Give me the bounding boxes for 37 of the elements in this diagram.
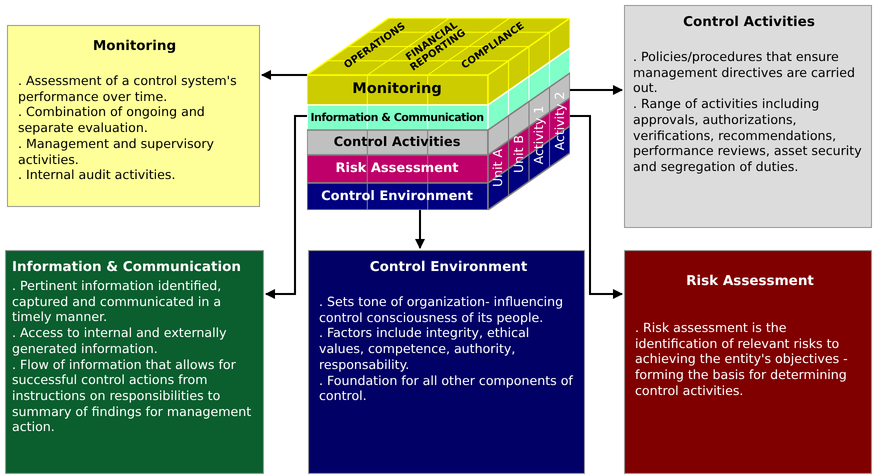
- unit-label: Unit B: [512, 134, 526, 173]
- arrow: [570, 115, 623, 299]
- layer-label: Control Environment: [321, 189, 473, 204]
- bullet-text: . Pertinent information identified, captured and communicated in a timely manner.: [12, 278, 222, 326]
- bullet-text: . Risk assessment is the identification of relevant risks to achieving the entity's objectives - forming the basis for determining control activities.: [635, 320, 849, 399]
- bullet-text: . Access to internal and externally generated information.: [12, 325, 228, 357]
- bullet-text: . Foundation for all other components of control.: [319, 372, 574, 404]
- bullet-text: . Sets tone of organization- influencing control consciousness of its people.: [319, 294, 564, 326]
- bullet-text: . Policies/procedures that ensure management directives are carried out.: [633, 48, 856, 96]
- arrow: [265, 115, 307, 299]
- arrow: [415, 210, 425, 249]
- arrow: [570, 85, 623, 95]
- unit-label: Activity 2: [552, 92, 567, 150]
- text-card: [624, 5, 872, 228]
- unit-label: Activity 1: [532, 106, 546, 165]
- text-card: [5, 250, 264, 474]
- unit-label: Unit A: [491, 148, 506, 187]
- bullet-text: . Combination of ongoing and separate evaluation.: [18, 104, 206, 136]
- card-heading: Information & Communication: [12, 259, 242, 276]
- bullet-text: . Internal audit activities.: [18, 167, 176, 184]
- bullet-text: . Assessment of a control system's performance over time.: [18, 72, 238, 104]
- card-heading: Monitoring: [92, 38, 178, 55]
- layer-label: Control Activities: [334, 135, 460, 150]
- bullet-text: . Flow of information that allows for successful control actions from instructions on responsibilities to summary of findings for management action.: [12, 356, 252, 436]
- layer-label: Information & Communication: [310, 111, 484, 124]
- bullet-text: . Range of activities including approvals, authorizations, verifications, recommendations, performance reviews, asset security and segregation of duties.: [633, 96, 863, 175]
- text-card: [624, 250, 872, 474]
- layer-label: Monitoring: [352, 82, 442, 98]
- bullet-text: . Factors include integrity, ethical values, competence, authority, responsability.: [319, 325, 530, 373]
- card-heading: Control Activities: [682, 14, 816, 31]
- bullet-text: . Management and supervisory activities.: [18, 136, 215, 168]
- layer-label: Risk Assessment: [335, 162, 459, 176]
- arrow: [261, 70, 307, 80]
- text-card: [308, 250, 585, 474]
- card-heading: Control Environment: [368, 259, 528, 276]
- card-heading: Risk Assessment: [685, 273, 815, 290]
- text-card: [7, 25, 260, 207]
